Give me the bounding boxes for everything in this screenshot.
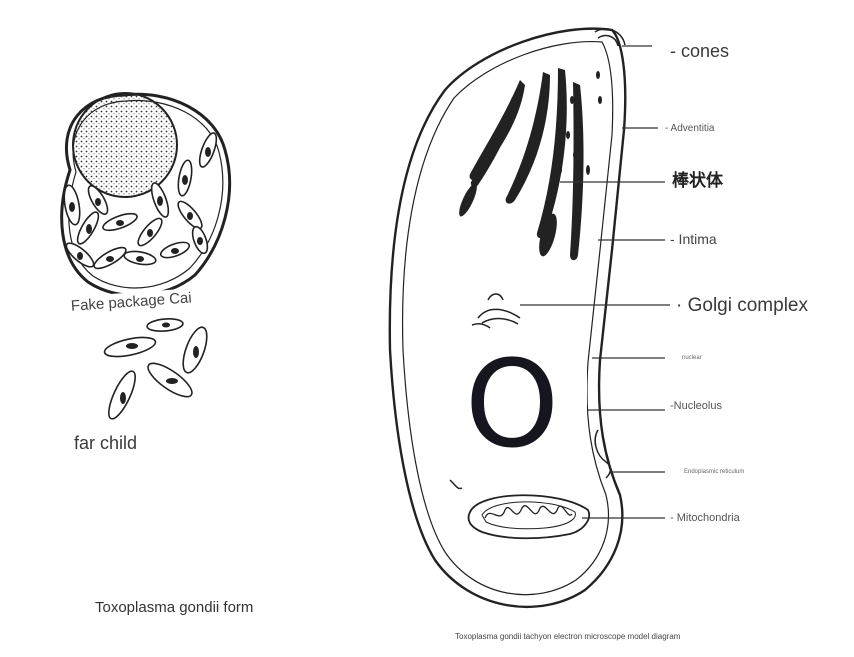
left-figure-caption: Toxoplasma gondii form — [95, 600, 253, 615]
label-cones: - cones — [670, 42, 729, 60]
label-endoplasmic-reticulum: Endoplasmic reticulum — [684, 469, 744, 475]
label-intima: - Intima — [670, 232, 717, 246]
overlay-letter: O — [465, 346, 559, 466]
label-mitochondria: - Mitochondria — [670, 513, 740, 524]
rhoptries — [456, 68, 584, 260]
label-nuclear: nuclear — [682, 355, 702, 361]
label-adventitia: - Adventitia — [665, 124, 714, 134]
nucleus-overlay: O — [437, 338, 587, 473]
conoid — [595, 29, 625, 46]
pseudocyst — [62, 93, 230, 296]
right-figure-caption: Toxoplasma gondii tachyon electron micro… — [455, 633, 680, 641]
label-rhoptry: 棒状体 — [672, 172, 723, 189]
label-nucleolus: -Nucleolus — [670, 401, 722, 412]
tachyzoite-label: far child — [74, 434, 137, 452]
mitochondrion — [469, 495, 590, 538]
host-nucleus — [73, 93, 177, 197]
golgi-complex — [472, 294, 520, 328]
label-golgi-complex: · Golgi complex — [676, 296, 808, 315]
tachyzoites — [103, 317, 212, 421]
